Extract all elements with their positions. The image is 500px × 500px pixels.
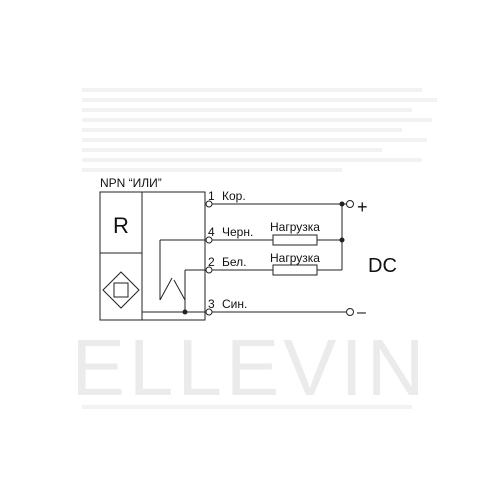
- junction-dot: [182, 309, 188, 315]
- pin-2-label: Бел.: [222, 255, 247, 269]
- supply-terminal-minus: [346, 308, 354, 316]
- load-label-2: Нагрузка: [270, 251, 320, 265]
- switch-contacts: [142, 239, 205, 313]
- load-label-1: Нагрузка: [270, 220, 320, 234]
- pin-labels: 1 Кор. 4 Черн. 2 Бел. 3 Син.: [208, 189, 253, 311]
- pin-1-label: Кор.: [222, 189, 246, 203]
- load-resistor-1: [272, 234, 318, 246]
- pin-1-number: 1: [208, 189, 215, 203]
- sensor-letter: R: [113, 213, 129, 238]
- pin-terminals: [205, 200, 213, 316]
- pin-4-label: Черн.: [222, 225, 253, 239]
- sensor-body: [99, 191, 206, 321]
- load-resistor-2: [272, 264, 318, 276]
- supply-plus-label: +: [357, 197, 368, 217]
- background-text-blur: [82, 88, 437, 409]
- pin-3-number: 3: [208, 297, 215, 311]
- coil-icon: [102, 271, 140, 309]
- watermark: ELLEVIN: [71, 323, 428, 412]
- wires: [212, 203, 346, 313]
- diagram-title: NPN “ИЛИ”: [100, 176, 162, 190]
- supply-terminal-plus: [346, 200, 354, 208]
- supply-minus-label: –: [357, 304, 366, 321]
- supply-dc-label: DC: [368, 255, 397, 277]
- pin-3-label: Син.: [222, 297, 247, 311]
- junction-dot: [339, 237, 345, 243]
- pin-2-number: 2: [208, 255, 215, 269]
- junction-dot: [339, 201, 345, 207]
- pin-4-number: 4: [208, 225, 215, 239]
